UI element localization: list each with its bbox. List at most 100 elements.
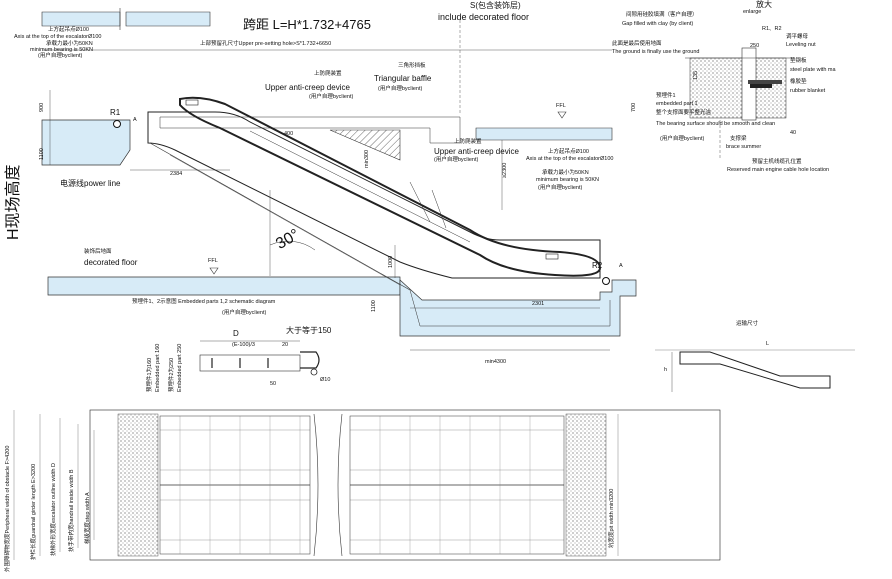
top-lift-point-en: Axis at the top of the escalatorØ100 [14, 34, 102, 40]
steel-en: steel plate with ma [790, 67, 836, 73]
plan-view [13, 409, 721, 561]
transport-sketch [655, 349, 855, 392]
lower-floor-slab [47, 276, 401, 296]
upper-anti-right-cn: 上防爬装置 [454, 139, 482, 145]
top-lift-point-cn: 上方起吊点Ø100 [48, 27, 89, 33]
r1-label: R1 [110, 108, 121, 117]
rubber-en: rubber blanket [790, 88, 826, 94]
escalator-truss [147, 111, 601, 279]
plan-handrail: 扶手带内宽handrail inside width B [69, 469, 75, 552]
detail-enlarge: enlarge [743, 9, 762, 15]
upper-floor-slab [41, 119, 131, 166]
dim-700: 700 [631, 102, 637, 112]
dim-1100: 1100 [39, 148, 45, 160]
ffl-lower: FFL [208, 258, 218, 264]
detail-enlarge-cn: 放大 [756, 0, 772, 9]
bearing-surface-en: The bearing surface should be smooth and… [656, 121, 776, 127]
upper-anti-left-client: (用户自理byclient) [309, 94, 354, 100]
embedded-caption-2: (用户自理byclient) [222, 310, 267, 316]
decorated-floor-cn: 装饰后地面 [84, 249, 112, 255]
dim-D: D [233, 329, 239, 338]
upper-anti-left-en: Upper anti-creep device [265, 83, 350, 92]
rubber-cn: 橡胶垫 [790, 79, 807, 85]
reserved-en: Reserved main engine cable hole location [727, 167, 830, 173]
plan-obstacle: 外围障碍物宽度Peripheral width of obstacle F>42… [5, 445, 11, 572]
r1r2-label: R1、R2 [762, 26, 782, 32]
plan-outline: 扶梯外形宽度escalator outline width D [51, 463, 57, 556]
embedded-part-sketch [199, 340, 320, 376]
dim-gte150: 大于等于150 [286, 326, 332, 335]
part1-en: Embedded part 160 [155, 343, 161, 392]
upper-anti-right-en: Upper anti-creep device [434, 147, 519, 156]
dim-135: 135 [693, 70, 699, 80]
detail-client: (用户自理byclient) [660, 136, 705, 142]
upper-right-slab [475, 127, 613, 141]
ground-cn: 此面是最后使用地面 [612, 41, 662, 47]
top-slab [41, 11, 121, 27]
part1-cn: 预埋件1为160 [147, 357, 153, 392]
right-axis-cn: 上方起吊点Ø100 [548, 149, 589, 155]
top-bearing-en: minimum bearing is 50KN [30, 47, 93, 53]
brace-cn: 支撑梁 [730, 136, 747, 142]
upper-anti-left-cn: 上防爬装置 [314, 71, 342, 77]
transport-h: h [664, 367, 668, 373]
top-client: (用户自理byclient) [38, 53, 83, 59]
plan-guardrail: 护栏长度guardrail girder length E>3200 [31, 463, 37, 560]
right-bearing-cn: 承载力最小为50KN [542, 170, 589, 176]
steel-cn: 垫钢板 [790, 58, 807, 64]
part2-en: Embedded part 250 [177, 343, 183, 392]
brace-en: brace summer [726, 144, 762, 150]
plan-step: 梯级宽度step width A [85, 492, 91, 544]
hole-size-label: 上部预留孔尺寸Upper pre-setting hole>S*1.732+66… [200, 41, 332, 47]
dim-900: 900 [39, 102, 45, 112]
dim-250: 250 [750, 43, 760, 49]
ground-en: The ground is finally use the ground [612, 49, 700, 55]
dim-1000: 1000 [388, 255, 394, 268]
upper-anti-right-client: (用户自理byclient) [434, 157, 479, 163]
dim-400: 400 [284, 131, 294, 137]
gap-cn: 间隙用硅胶填满（客户自理） [626, 12, 698, 18]
dim-2384: 2384 [170, 171, 183, 177]
top-bearing-cn: 承载力最小为50KN [46, 41, 93, 47]
power-line-label: 电源线power line [60, 179, 121, 188]
right-bearing-en: minimum bearing is 50KN [536, 177, 599, 183]
right-client: (用户自理byclient) [538, 185, 583, 191]
dim-20: 20 [282, 342, 289, 348]
triangle-en: Triangular baffle [374, 74, 432, 83]
height-label: H现场高度 [5, 164, 22, 240]
bearing-surface-cn: 整个支撑面要平整光洁 [656, 110, 712, 116]
s-label-en: include decorated floor [438, 12, 530, 22]
dim-40: 40 [790, 130, 797, 136]
a1-label: A [133, 117, 137, 123]
triangle-client: (用户自理byclient) [378, 86, 423, 92]
span-formula: 跨距 L=H*1.732+4765 [243, 17, 371, 32]
triangle-cn: 三角形挡板 [398, 63, 426, 69]
phi10: Ø10 [320, 377, 331, 383]
s-label-cn: S(包含装饰层) [470, 1, 521, 10]
plan-pit: 坑宽度pit width min3200 [609, 488, 615, 548]
transport-L: L [766, 341, 770, 347]
dim-e100: (E-100)/3 [232, 342, 255, 348]
r2-label: R2 [592, 261, 603, 270]
decorated-floor-en: decorated floor [84, 258, 138, 267]
leveling-cn: 调平螺母 [786, 34, 809, 40]
gap-en: Gap filled with clay (by client) [622, 21, 694, 27]
right-axis-en: Axis at the top of the escalatorØ100 [526, 156, 614, 162]
reserved-cn: 预留主机线缆孔位置 [752, 159, 802, 165]
embedded-caption-1: 预埋件1、2示意图 Embedded parts 1,2 schematic d… [132, 299, 276, 305]
dim-50: 50 [270, 381, 277, 387]
triangular-baffle [329, 129, 401, 161]
embedded-en: embedded part 1 [656, 101, 698, 107]
a2-label: A [619, 263, 623, 269]
dim-min300: min300 [364, 149, 370, 168]
part2-cn: 预埋件2为250 [169, 357, 175, 392]
dim-min4300: min4300 [485, 359, 507, 365]
dim-2301: 2301 [532, 301, 545, 307]
dim-1100b: 1100 [371, 300, 377, 312]
transport-title: 运输尺寸 [736, 321, 759, 327]
embedded-cn: 预埋件1 [656, 93, 676, 99]
leveling-en: Leveling nut [786, 42, 816, 48]
ffl-upper: FFL [556, 103, 566, 109]
